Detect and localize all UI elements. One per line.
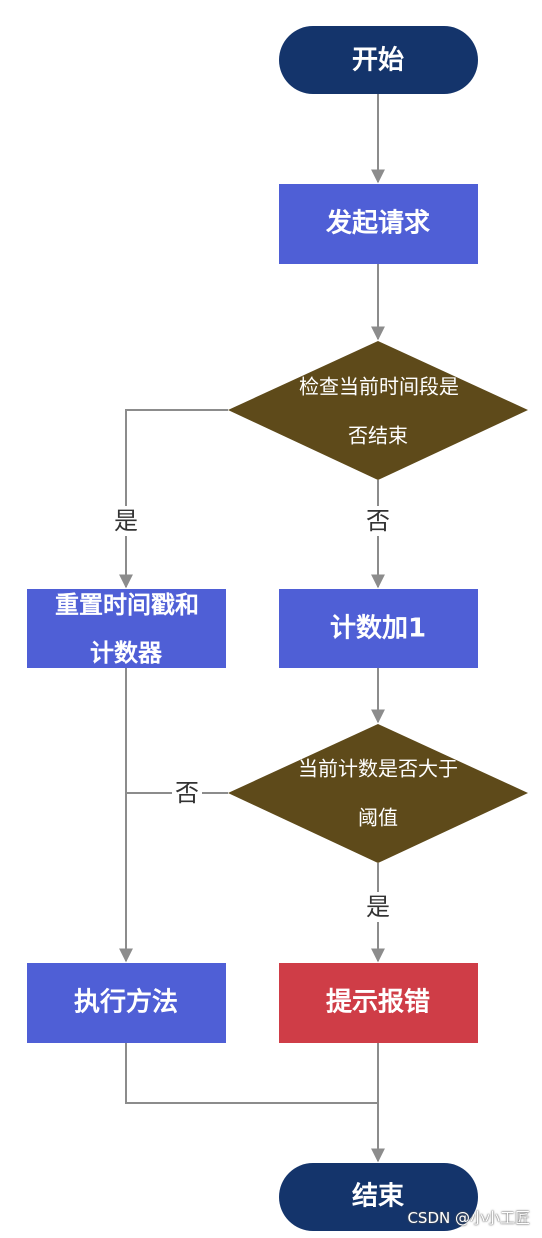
node-execute-method: 执行方法 xyxy=(27,963,226,1043)
node-reset: 重置时间戳和 计数器 xyxy=(27,589,226,668)
edge-label-period-no: 否 xyxy=(364,506,392,536)
svg-text:当前计数是否大于: 当前计数是否大于 xyxy=(298,757,458,781)
svg-text:计数器: 计数器 xyxy=(90,639,163,667)
csdn-watermark: CSDN @小小工匠 xyxy=(407,1209,530,1227)
svg-text:执行方法: 执行方法 xyxy=(74,987,178,1018)
edge-check-period-yes xyxy=(119,409,228,589)
node-report-error: 提示报错 xyxy=(279,963,478,1043)
svg-text:检查当前时间段是: 检查当前时间段是 xyxy=(299,375,459,399)
svg-text:重置时间戳和: 重置时间戳和 xyxy=(55,591,199,619)
node-check-threshold: 当前计数是否大于 阈值 xyxy=(228,724,528,863)
node-send-request: 发起请求 xyxy=(279,184,478,264)
svg-text:是: 是 xyxy=(366,893,390,921)
edge-execute-to-end xyxy=(125,1043,378,1104)
edge-label-threshold-yes: 是 xyxy=(364,892,392,922)
node-start: 开始 xyxy=(279,26,478,94)
svg-text:结束: 结束 xyxy=(352,1181,405,1212)
svg-text:是: 是 xyxy=(114,507,138,535)
svg-text:阈值: 阈值 xyxy=(358,806,398,830)
node-check-period: 检查当前时间段是 否结束 xyxy=(228,341,528,480)
svg-text:否: 否 xyxy=(366,507,390,535)
svg-text:计数加1: 计数加1 xyxy=(330,614,426,644)
svg-text:开始: 开始 xyxy=(352,46,404,76)
node-count-plus: 计数加1 xyxy=(279,589,478,668)
svg-text:否结束: 否结束 xyxy=(348,424,408,448)
svg-text:提示报错: 提示报错 xyxy=(326,987,430,1018)
svg-text:发起请求: 发起请求 xyxy=(325,208,430,239)
edge-label-threshold-no: 否 xyxy=(172,778,202,808)
edge-label-period-yes: 是 xyxy=(112,506,140,536)
svg-text:否: 否 xyxy=(175,779,199,807)
node-end: 结束 xyxy=(279,1163,478,1231)
